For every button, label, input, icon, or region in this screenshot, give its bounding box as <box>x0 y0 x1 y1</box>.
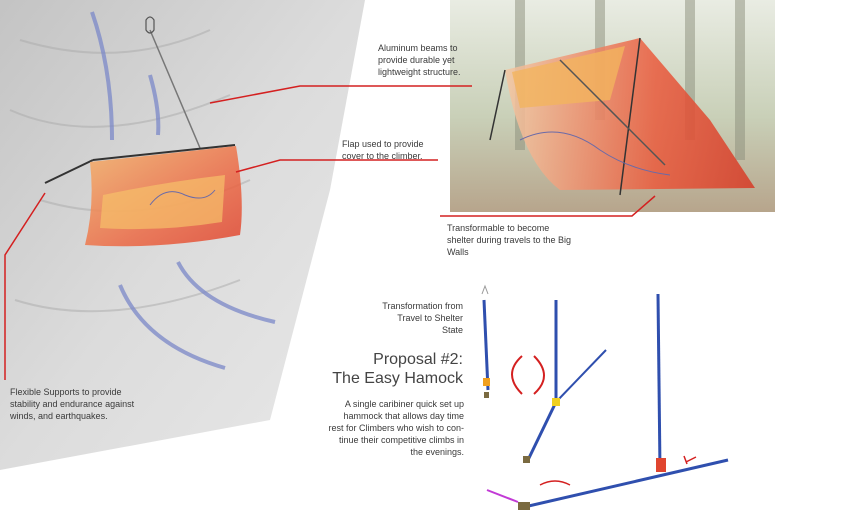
leader-flap <box>235 159 438 173</box>
annotation-aluminum-beams: Aluminum beams to provide durable yet li… <box>378 43 461 77</box>
transformation-diagram <box>481 284 729 510</box>
leader-supports <box>4 192 46 380</box>
leader-lines <box>4 85 656 380</box>
wall-hammock-illustration <box>44 16 242 247</box>
carabiner-icon <box>145 16 155 34</box>
forest-tent-illustration <box>450 0 775 212</box>
annotation-flexible-supports: Flexible Supports to provide stability a… <box>10 387 135 421</box>
rotation-arrows-icon <box>511 355 545 395</box>
flexible-supports <box>90 11 276 370</box>
leader-aluminum <box>209 85 472 104</box>
proposal-description: A single caribiner quick set up hammock … <box>328 399 464 457</box>
annotation-flap: Flap used to provide cover to the climbe… <box>342 139 424 161</box>
annotation-transformable: Transformable to become shelter during t… <box>447 223 572 257</box>
annotation-transformation: Transformation from Travel to Shelter St… <box>382 301 463 335</box>
proposal-title: Proposal #2: The Easy Hamock <box>332 351 463 387</box>
leader-transformable <box>440 195 656 217</box>
